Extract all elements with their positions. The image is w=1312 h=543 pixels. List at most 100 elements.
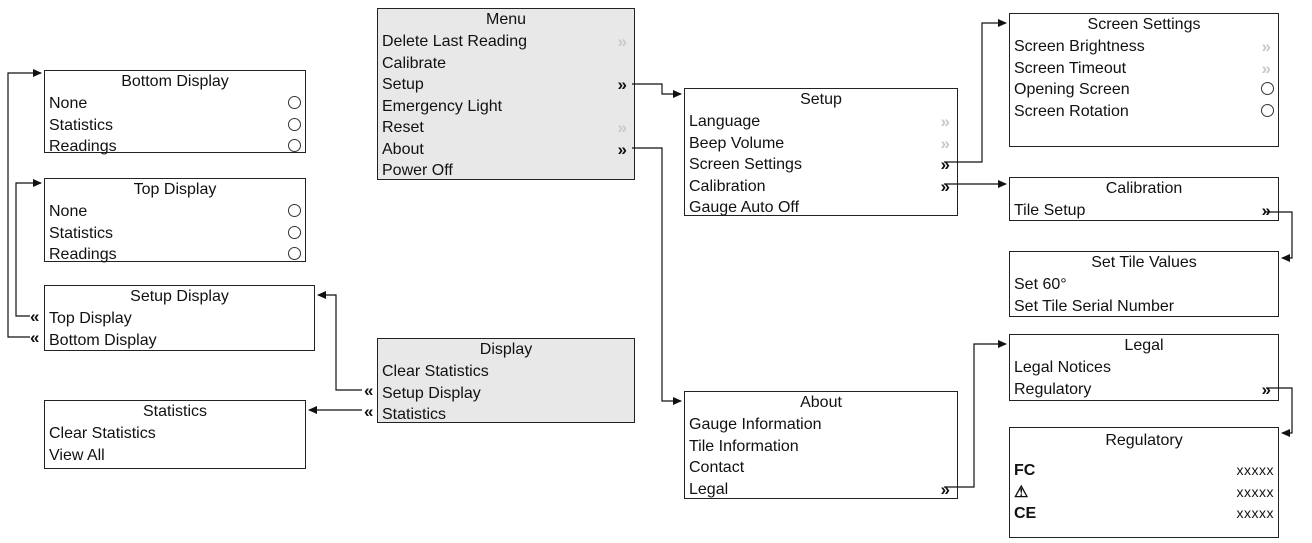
chevron-right-icon[interactable]: » (617, 139, 628, 159)
setup-item-gauge-auto-off[interactable]: Gauge Auto Off (689, 199, 800, 216)
top-display-readings[interactable]: Readings (45, 244, 305, 266)
screen-settings-opening-screen[interactable]: Opening Screen (1010, 79, 1278, 101)
regulatory-title: Regulatory (1105, 432, 1183, 449)
regulatory-rcm-row: ⚠xxxxx (1010, 482, 1278, 504)
setup-item-screen-settings[interactable]: Screen Settings» (689, 155, 951, 174)
setup-display-box: Setup Display Top Display Bottom Display (44, 285, 315, 351)
display-statistics[interactable]: Statistics (382, 406, 447, 423)
radio-button-icon[interactable] (288, 117, 301, 131)
back-chevron-icon[interactable]: « (364, 381, 374, 400)
back-chevron-icon[interactable]: « (30, 307, 40, 326)
chevron-right-icon[interactable]: » (940, 155, 951, 174)
regulatory-fcc-row: FC xxxxx (1010, 460, 1278, 482)
arrow-setup-display-to-bottom-display (7, 69, 42, 338)
legal-title: Legal (1124, 337, 1164, 354)
chevron-right-icon[interactable]: » (940, 479, 951, 499)
chevron-right-icon[interactable]: » (940, 176, 951, 196)
screen-settings-rotation[interactable]: Screen Rotation (1010, 101, 1278, 123)
top-display-box: Top Display None Statistics Readings (44, 178, 306, 263)
chevron-right-icon: » (617, 118, 628, 137)
setup-display-bottom-display[interactable]: Bottom Display (49, 331, 157, 349)
calibration-item-tile-setup[interactable]: Tile Setup» (1014, 201, 1272, 220)
regulatory-box: Regulatory FC xxxxx ⚠xxxxx CE xxxxx (1009, 427, 1279, 538)
menu-item-delete-last-reading[interactable]: Delete Last Reading» (382, 32, 628, 51)
legal-item-legal-notices[interactable]: Legal Notices (1014, 359, 1111, 376)
about-item-tile-information[interactable]: Tile Information (689, 437, 799, 455)
chevron-right-icon: » (940, 112, 951, 131)
top-display-none[interactable]: None (45, 201, 305, 223)
display-clear-statistics[interactable]: Clear Statistics (382, 363, 489, 380)
radio-button-icon[interactable] (288, 247, 301, 260)
screen-settings-box: Screen Settings Screen Brightness» Scree… (1009, 13, 1279, 147)
legal-box: Legal Legal Notices Regulatory» (1009, 334, 1279, 401)
about-item-contact[interactable]: Contact (689, 459, 745, 476)
setup-display-top-display[interactable]: Top Display (49, 310, 132, 327)
display-box: Display Clear Statistics Setup Display S… (377, 338, 635, 423)
display-setup-display[interactable]: Setup Display (382, 384, 481, 402)
setup-item-calibration[interactable]: Calibration» (689, 176, 951, 196)
back-chevron-icon[interactable]: « (364, 402, 374, 421)
setup-box: Setup Language» Beep Volume» Screen Sett… (684, 88, 958, 216)
set-tile-values-set-60[interactable]: Set 60° (1014, 276, 1067, 293)
menu-item-setup[interactable]: Setup» (382, 75, 628, 94)
menu-item-calibrate[interactable]: Calibrate (382, 54, 447, 72)
setup-display-title: Setup Display (130, 288, 229, 305)
set-tile-values-serial-number[interactable]: Set Tile Serial Number (1014, 297, 1175, 315)
setup-item-beep-volume[interactable]: Beep Volume» (689, 133, 951, 153)
chevron-right-icon[interactable]: » (1261, 379, 1272, 399)
statistics-clear-statistics[interactable]: Clear Statistics (49, 425, 156, 442)
radio-button-icon[interactable] (1261, 103, 1274, 117)
setup-item-language[interactable]: Language» (689, 112, 951, 131)
statistics-view-all[interactable]: View All (49, 446, 105, 464)
bottom-display-title: Bottom Display (121, 73, 229, 90)
screen-settings-timeout[interactable]: Screen Timeout» (1014, 58, 1272, 78)
regulatory-ce-value: xxxxx (1236, 505, 1274, 521)
about-item-legal[interactable]: Legal» (689, 479, 951, 499)
menu-item-emergency-light[interactable]: Emergency Light (382, 97, 503, 115)
chevron-right-icon: » (1261, 37, 1272, 56)
set-tile-values-title: Set Tile Values (1091, 254, 1197, 271)
about-title: About (800, 394, 842, 411)
regulatory-fcc-value: xxxxx (1236, 462, 1274, 478)
radio-button-icon[interactable] (1261, 82, 1274, 95)
setup-title: Setup (800, 91, 842, 108)
chevron-right-icon: » (1261, 58, 1272, 78)
bottom-display-none[interactable]: None (45, 93, 305, 115)
screen-settings-title: Screen Settings (1087, 16, 1201, 33)
chevron-right-icon: » (940, 133, 951, 153)
menu-item-about[interactable]: About» (382, 139, 628, 159)
fcc-logo-icon: FC (1014, 462, 1036, 479)
bottom-display-statistics[interactable]: Statistics (45, 115, 305, 137)
chevron-right-icon: » (617, 32, 628, 51)
calibration-box: Calibration Tile Setup» (1009, 177, 1279, 221)
menu-item-power-off[interactable]: Power Off (382, 162, 453, 179)
radio-button-icon[interactable] (288, 225, 301, 239)
back-chevron-icon[interactable]: « (30, 328, 40, 347)
menu-title: Menu (485, 11, 527, 28)
bottom-display-box: Bottom Display None Statistics Readings (44, 70, 306, 155)
about-item-gauge-information[interactable]: Gauge Information (689, 416, 822, 433)
top-display-title: Top Display (133, 181, 217, 198)
radio-button-icon[interactable] (288, 96, 301, 109)
legal-item-regulatory[interactable]: Regulatory» (1014, 379, 1272, 399)
calibration-title: Calibration (1105, 180, 1183, 197)
statistics-title: Statistics (142, 403, 207, 420)
chevron-right-icon[interactable]: » (1261, 201, 1272, 220)
arrow-menu-to-setup (632, 83, 682, 98)
regulatory-ce-row: CE xxxxx (1010, 503, 1278, 525)
menu-item-reset[interactable]: Reset» (382, 118, 628, 137)
set-tile-values-box: Set Tile Values Set 60° Set Tile Serial … (1009, 251, 1279, 317)
menu-box: Menu Delete Last Reading» Calibrate Setu… (377, 8, 635, 180)
top-display-statistics[interactable]: Statistics (45, 223, 305, 245)
bottom-display-readings[interactable]: Readings (45, 136, 305, 158)
display-title: Display (479, 341, 533, 358)
about-box: About Gauge Information Tile Information… (684, 391, 958, 499)
statistics-box: Statistics Clear Statistics View All (44, 400, 306, 469)
radio-button-icon[interactable] (288, 204, 301, 217)
screen-settings-brightness[interactable]: Screen Brightness» (1014, 37, 1272, 56)
arrow-menu-to-about (632, 147, 682, 405)
radio-button-icon[interactable] (288, 139, 301, 152)
chevron-right-icon[interactable]: » (617, 75, 628, 94)
regulatory-rcm-value: xxxxx (1236, 483, 1274, 500)
ce-mark-icon: CE (1014, 505, 1037, 522)
